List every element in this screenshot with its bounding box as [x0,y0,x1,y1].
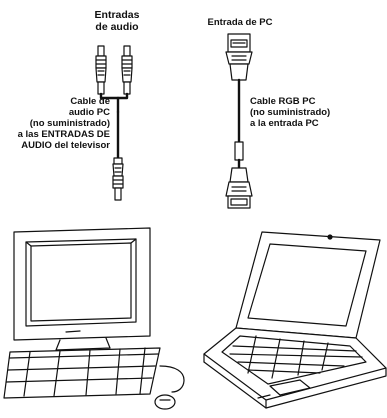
audio-inputs-label: Entradas de audio [94,9,140,33]
audio-cable-label: Cable de audio PC (no suministrado) a la… [17,96,110,151]
laptop-icon [203,231,387,409]
vga-connector-icon [225,33,253,209]
rca-audio-plug-icon [95,45,133,201]
desktop-pc-icon [3,227,161,399]
pc-input-label: Entrada de PC [207,17,273,28]
mouse-icon [154,365,185,410]
rgb-cable-label: Cable RGB PC (no suministrado) a la entr… [250,96,331,129]
